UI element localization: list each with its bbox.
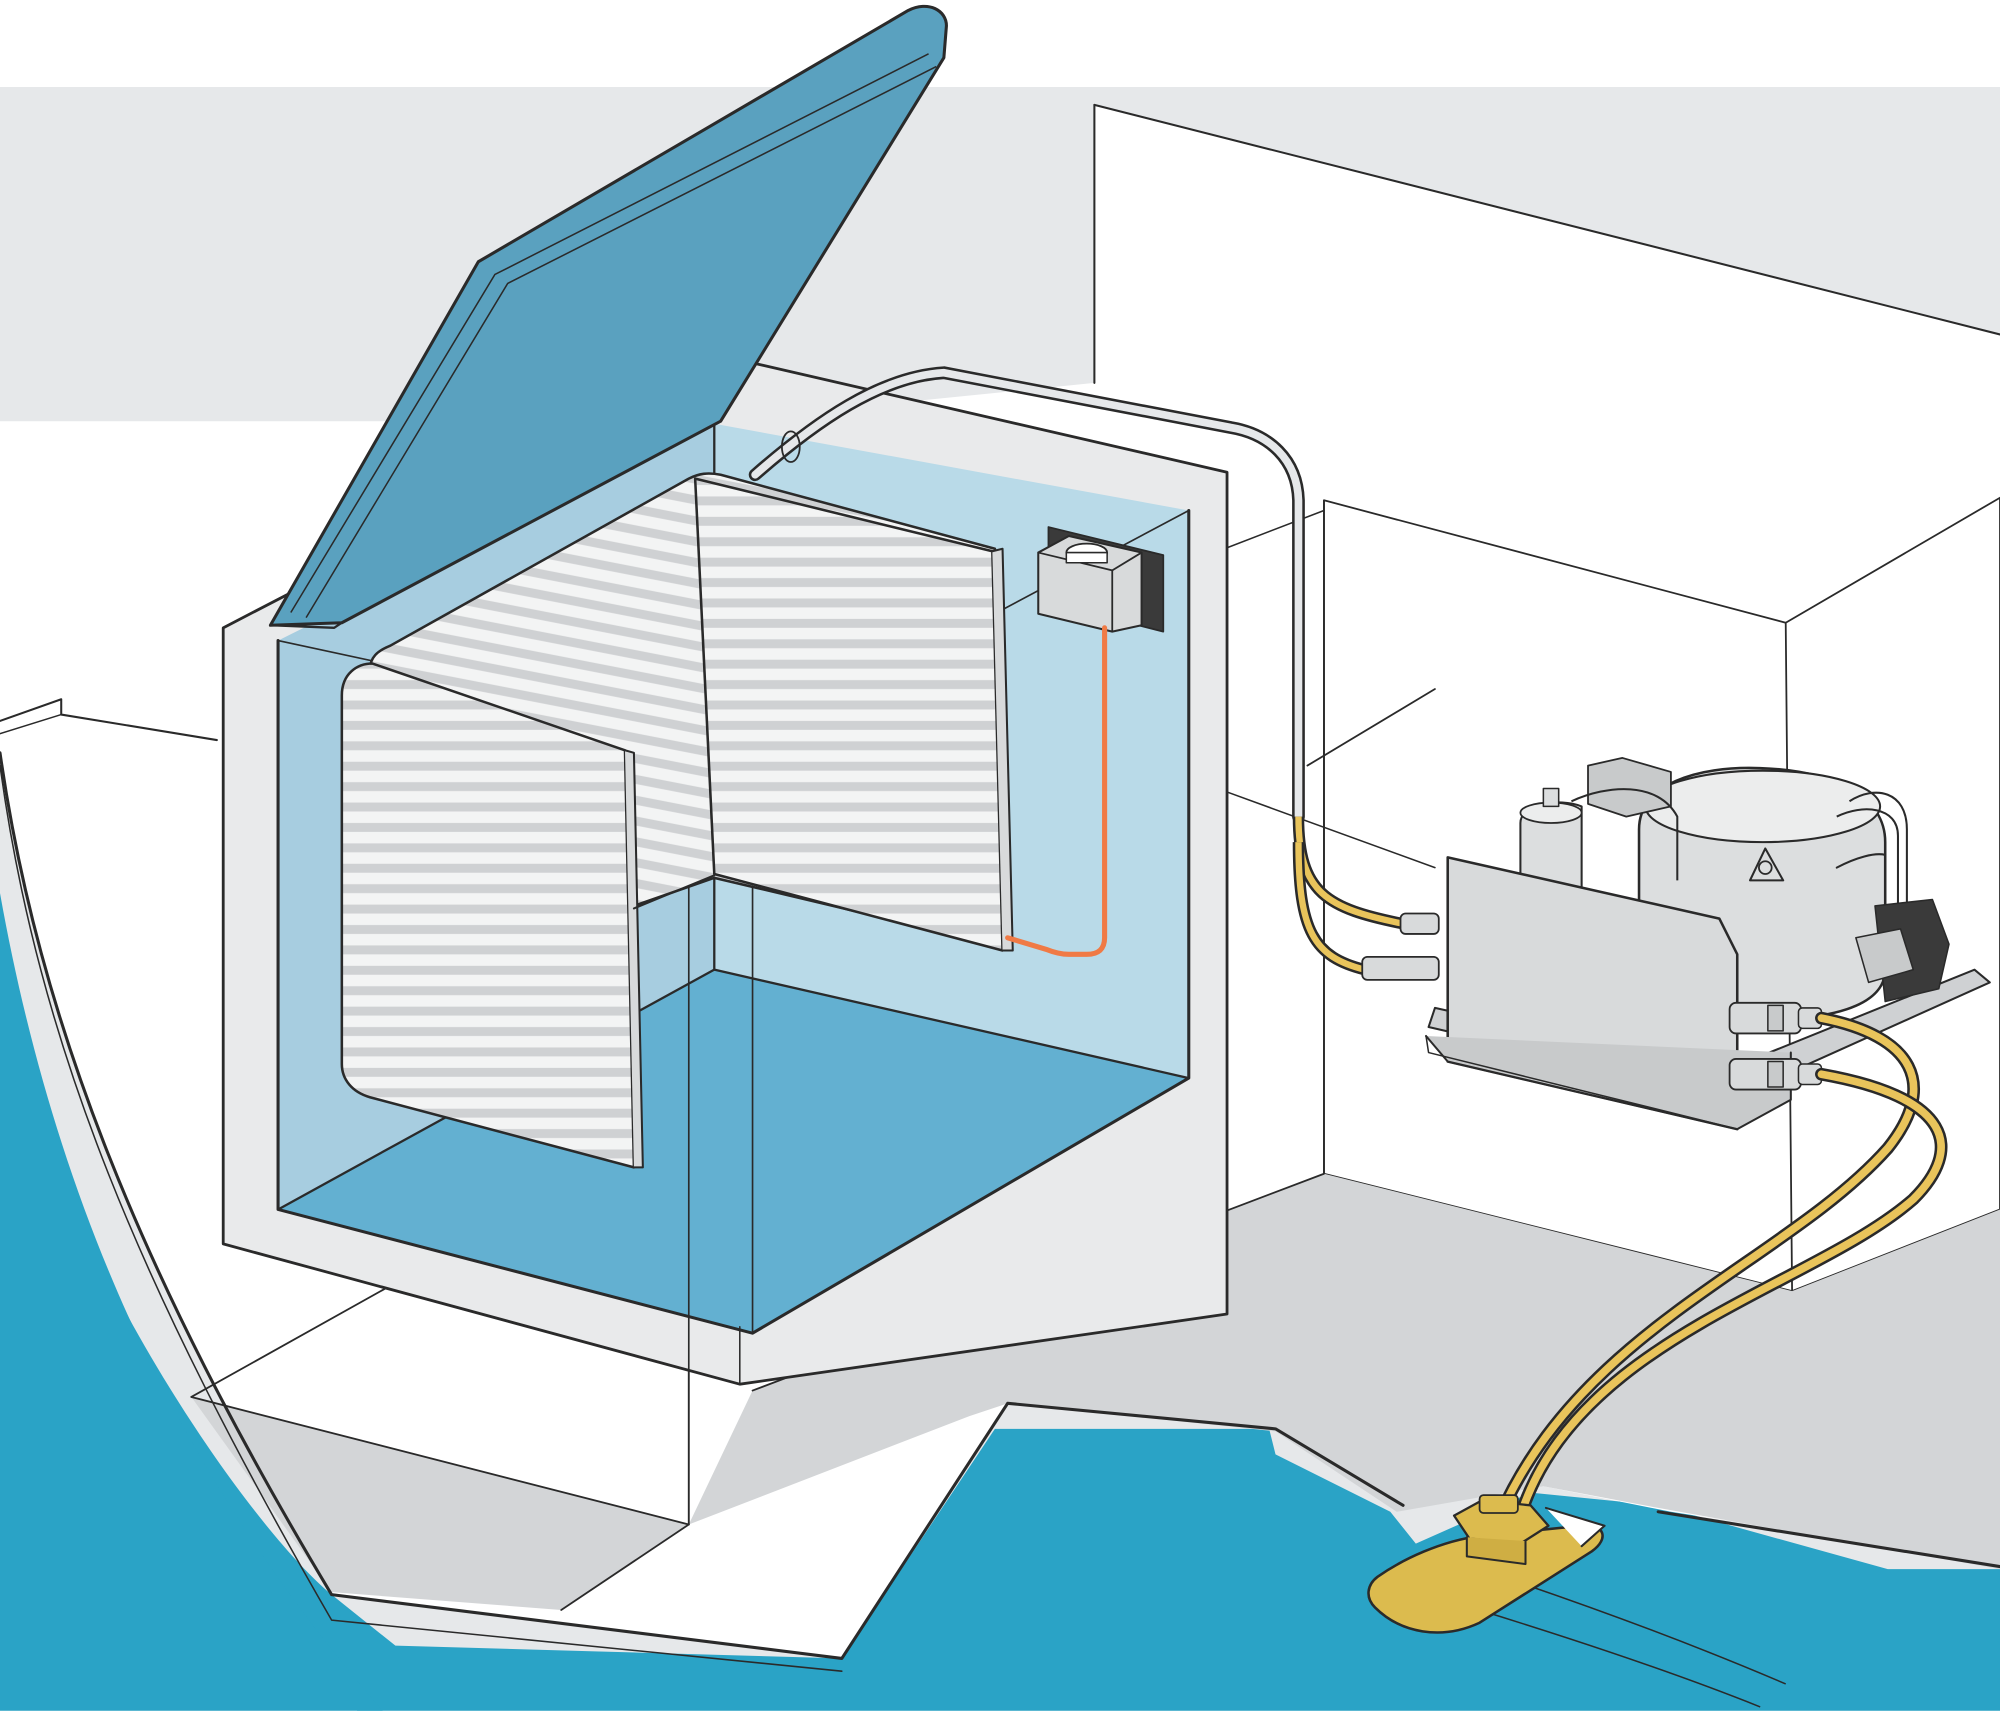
through-hull-fitting	[1452, 1494, 1550, 1566]
cooling-water-hoses	[1492, 1011, 1948, 1531]
sea-water-left	[0, 893, 383, 1711]
compressor-unit	[1425, 757, 1991, 1131]
cockpit-sole	[191, 1396, 689, 1610]
compressor-feed-lines	[1292, 816, 1440, 981]
evaporator-plate	[340, 472, 1014, 1169]
condenser-block	[1425, 856, 1792, 1131]
refrigerant-line	[748, 366, 1305, 823]
water-fittings	[1728, 1001, 1823, 1091]
keel-cooler-plate	[1367, 1506, 1606, 1634]
icebox-lid	[268, 4, 948, 629]
thermostat-sensor-wire	[1005, 625, 1108, 957]
thermostat	[1037, 526, 1165, 633]
